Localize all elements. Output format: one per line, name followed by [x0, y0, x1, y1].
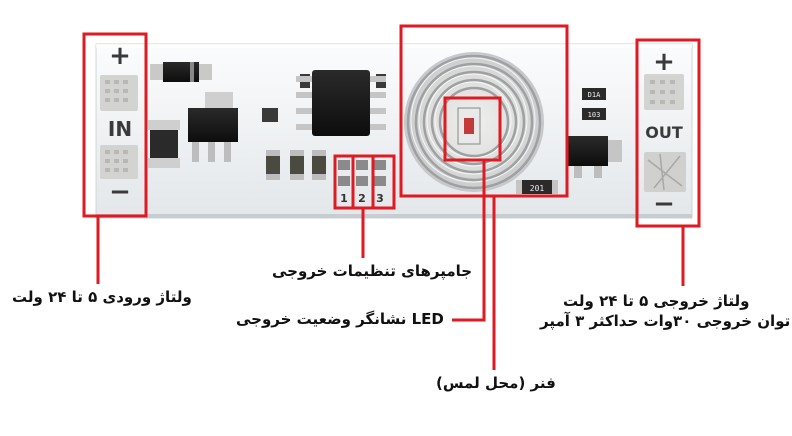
output-pads — [644, 74, 686, 192]
pcb-board — [95, 43, 693, 219]
output-minus-silkscreen: − — [653, 189, 675, 219]
spring-label: فنر (محل لمس) — [436, 374, 556, 392]
resistor — [516, 180, 558, 194]
output-mosfet — [568, 136, 622, 178]
input-label-silkscreen: IN — [108, 117, 132, 141]
input-pads — [100, 75, 138, 179]
led-highlight-box — [443, 96, 502, 162]
jumper-pads — [338, 160, 386, 186]
resistor-code: 201 — [530, 184, 545, 193]
jumpers-label: جامپرهای تنظیمات خروجی — [272, 262, 473, 280]
smd-codes — [582, 88, 606, 120]
capacitor — [148, 120, 180, 168]
input-plus-silkscreen: + — [109, 41, 131, 71]
output-highlight-box — [635, 38, 701, 228]
jumper-number-1: 1 — [340, 192, 348, 205]
small-smd-parts — [262, 74, 386, 180]
output-power-label: توان خروجی ۳۰وات حداکثر ۳ آمپر — [540, 312, 791, 330]
input-minus-silkscreen: − — [109, 177, 131, 207]
input-voltage-label: ولتاژ ورودی ۵ تا ۲۴ ولت — [12, 288, 192, 306]
output-voltage-label: ولتاژ خروجی ۵ تا ۲۴ ولت — [563, 292, 750, 310]
voltage-regulator — [188, 92, 238, 162]
led-leader-line — [452, 160, 486, 322]
led-label: LED نشانگر وضعیت خروجی — [236, 310, 444, 328]
output-plus-silkscreen: + — [653, 47, 675, 77]
touch-ic — [296, 70, 386, 136]
status-led — [457, 107, 481, 145]
jumper-number-3: 3 — [376, 192, 384, 205]
output-label-silkscreen: OUT — [645, 123, 683, 142]
jumper-number-2: 2 — [358, 192, 366, 205]
input-highlight-box — [82, 32, 148, 218]
smd-code-1: D1A — [588, 91, 601, 99]
diode — [150, 62, 212, 82]
smd-code-2: 103 — [588, 111, 601, 119]
